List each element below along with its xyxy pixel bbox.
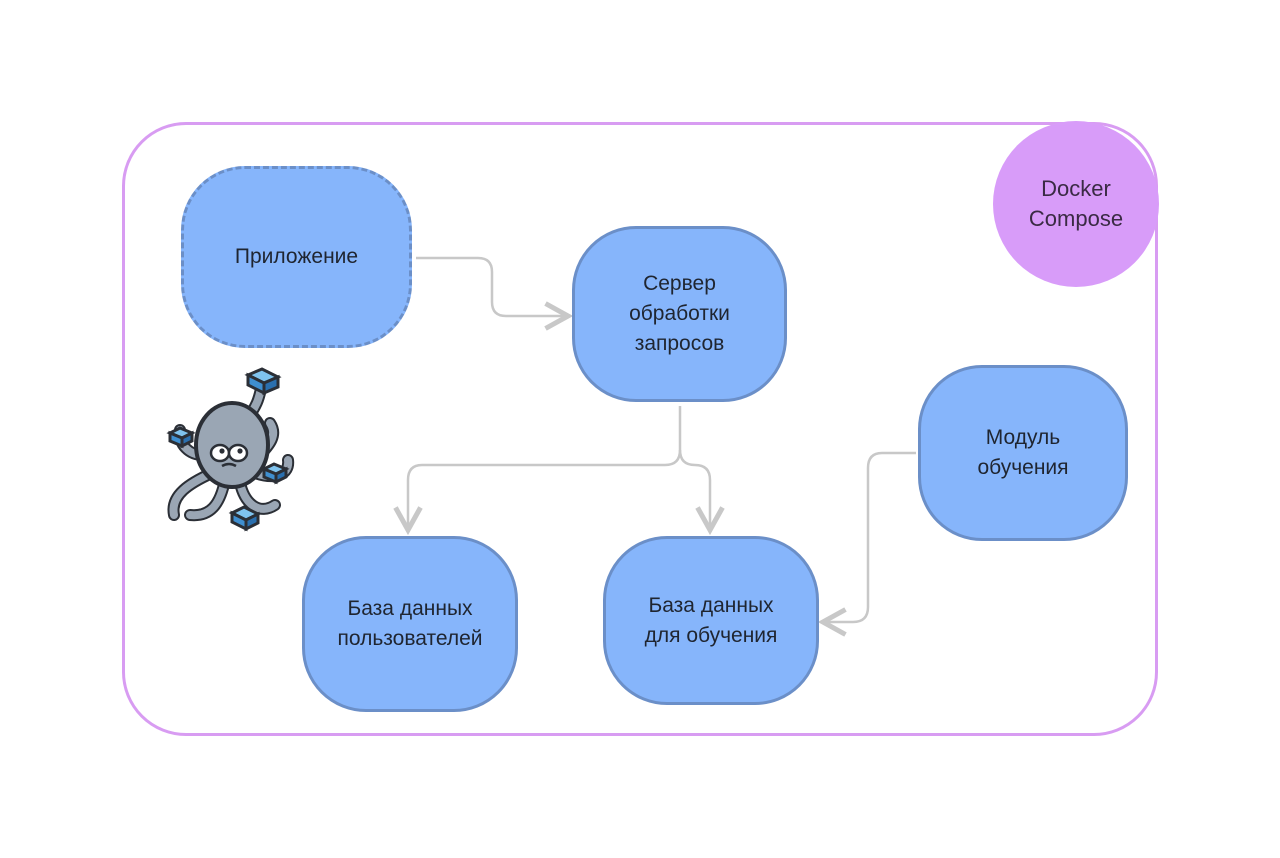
node-training-module: Модуль обучения: [918, 365, 1128, 541]
edge-training-module-to-training-db: [823, 451, 916, 622]
node-users-database: База данных пользователей: [302, 536, 518, 712]
docker-compose-label: Docker Compose: [993, 121, 1159, 287]
edge-app-to-server: [416, 256, 568, 316]
node-request-server: Сервер обработки запросов: [572, 226, 787, 402]
docker-compose-octopus-icon: [166, 367, 295, 532]
docker-compose-container: [122, 122, 1158, 736]
edge-server-to-training-db: [678, 449, 710, 530]
edge-server-to-users-db: [408, 406, 682, 530]
node-training-database: База данных для обучения: [603, 536, 819, 705]
node-app: Приложение: [181, 166, 412, 348]
